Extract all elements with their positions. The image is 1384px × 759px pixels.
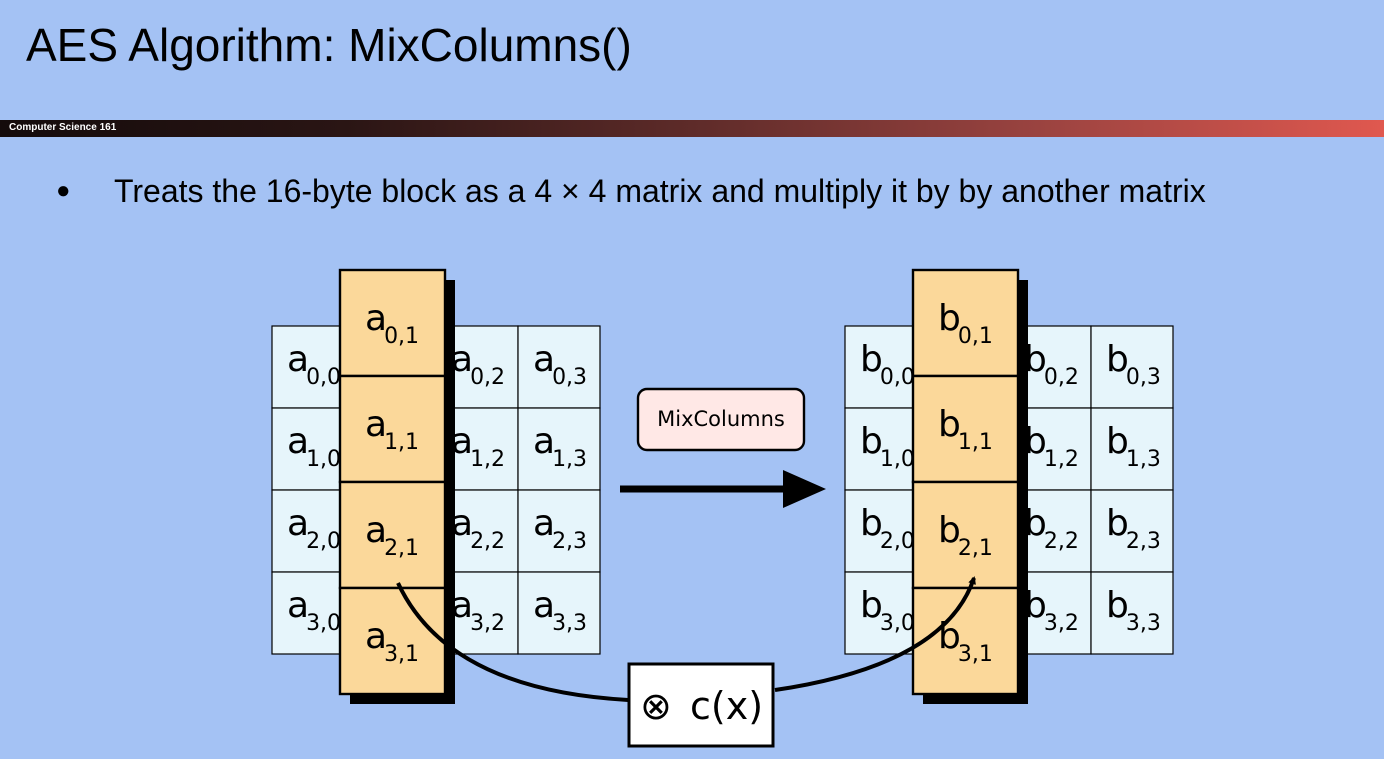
matrix-cell-label: b1,0 xyxy=(860,421,915,472)
highlighted-cell-label: a1,1 xyxy=(365,404,419,455)
highlighted-column-cell xyxy=(911,480,1020,590)
mixcolumns-label-text: MixColumns xyxy=(657,407,785,431)
matrix-cell-label: a3,0 xyxy=(287,585,341,636)
matrix-cell-label: b1,2 xyxy=(1024,421,1079,472)
tensor-product-icon: ⊗ xyxy=(640,684,672,728)
bullet-text: Treats the 16-byte block as a 4 × 4 matr… xyxy=(114,173,1206,209)
transform-arrow-icon xyxy=(620,470,826,508)
matrix-cell-label: b1,3 xyxy=(1106,421,1161,472)
matrix-cell-label: b3,0 xyxy=(860,585,915,636)
multiply-curve xyxy=(396,576,976,702)
matrix-cell-label: b3,3 xyxy=(1106,585,1161,636)
highlighted-cell-label: b2,1 xyxy=(938,510,993,561)
highlighted-cell-label: a2,1 xyxy=(365,510,419,561)
mixcolumns-label: MixColumns xyxy=(636,387,806,452)
bullet-dot-icon: ● xyxy=(56,177,71,204)
highlighted-column-cell xyxy=(338,480,447,590)
slide-title: AES Algorithm: MixColumns() xyxy=(26,19,632,71)
matrix-cell-label: b3,2 xyxy=(1024,585,1079,636)
matrix-cell xyxy=(517,571,601,655)
highlighted-column-cell xyxy=(911,374,1020,484)
matrix-cell xyxy=(1090,571,1174,655)
matrix-cell-label: a1,2 xyxy=(451,421,505,472)
multiplier-box: ⊗ c(x) xyxy=(627,662,775,748)
course-label: Computer Science 161 xyxy=(9,122,117,133)
matrix-cell-label: b2,3 xyxy=(1106,503,1161,554)
course-banner: Computer Science 161 xyxy=(0,120,1384,137)
matrix-cell-label: a3,3 xyxy=(533,585,587,636)
matrix-cell-label: a0,0 xyxy=(287,339,341,390)
multiplier-label: c(x) xyxy=(690,684,763,728)
output-state-matrix: b0,0 b0,2 b0,3 b1,0 b1,2 b1,3 b2,0 b2,2 b2,3 b3,0… xyxy=(844,268,1174,704)
matrix-cell xyxy=(1090,407,1174,491)
matrix-cell xyxy=(517,407,601,491)
highlighted-column-cell xyxy=(338,268,447,378)
matrix-cell-label: a2,2 xyxy=(451,503,505,554)
matrix-cell-label: a1,3 xyxy=(533,421,587,472)
highlighted-column-cell xyxy=(338,374,447,484)
highlighted-cell-label: b0,1 xyxy=(938,298,993,349)
matrix-cell-label: b2,0 xyxy=(860,503,915,554)
matrix-cell-label: b0,0 xyxy=(860,339,915,390)
highlighted-cell-label: b1,1 xyxy=(938,404,993,455)
matrix-cell-label: a1,0 xyxy=(287,421,341,472)
bullet-item: ● Treats the 16-byte block as a 4 × 4 mat… xyxy=(56,173,1206,210)
highlighted-column-cell xyxy=(338,586,447,696)
matrix-cell-label: b0,2 xyxy=(1024,339,1079,390)
matrix-cell-label: a3,2 xyxy=(451,585,505,636)
matrix-cell xyxy=(517,325,601,409)
matrix-cell-label: b2,2 xyxy=(1024,503,1079,554)
matrix-cell-label: a2,3 xyxy=(533,503,587,554)
matrix-cell-label: a0,3 xyxy=(533,339,587,390)
matrix-cell xyxy=(517,489,601,573)
highlighted-column-cell xyxy=(911,586,1020,696)
matrix-cell-label: b0,3 xyxy=(1106,339,1161,390)
input-state-matrix: a0,0 a0,2 a0,3 a1,0 a1,2 a1,3 a2,0 a2,2 a2,3 a3,0… xyxy=(271,268,601,704)
matrix-cell-label: a0,2 xyxy=(451,339,505,390)
highlighted-cell-label: a3,1 xyxy=(365,616,419,667)
highlighted-column-cell xyxy=(911,268,1020,378)
highlighted-cell-label: a0,1 xyxy=(365,298,419,349)
matrix-cell-label: a2,0 xyxy=(287,503,341,554)
